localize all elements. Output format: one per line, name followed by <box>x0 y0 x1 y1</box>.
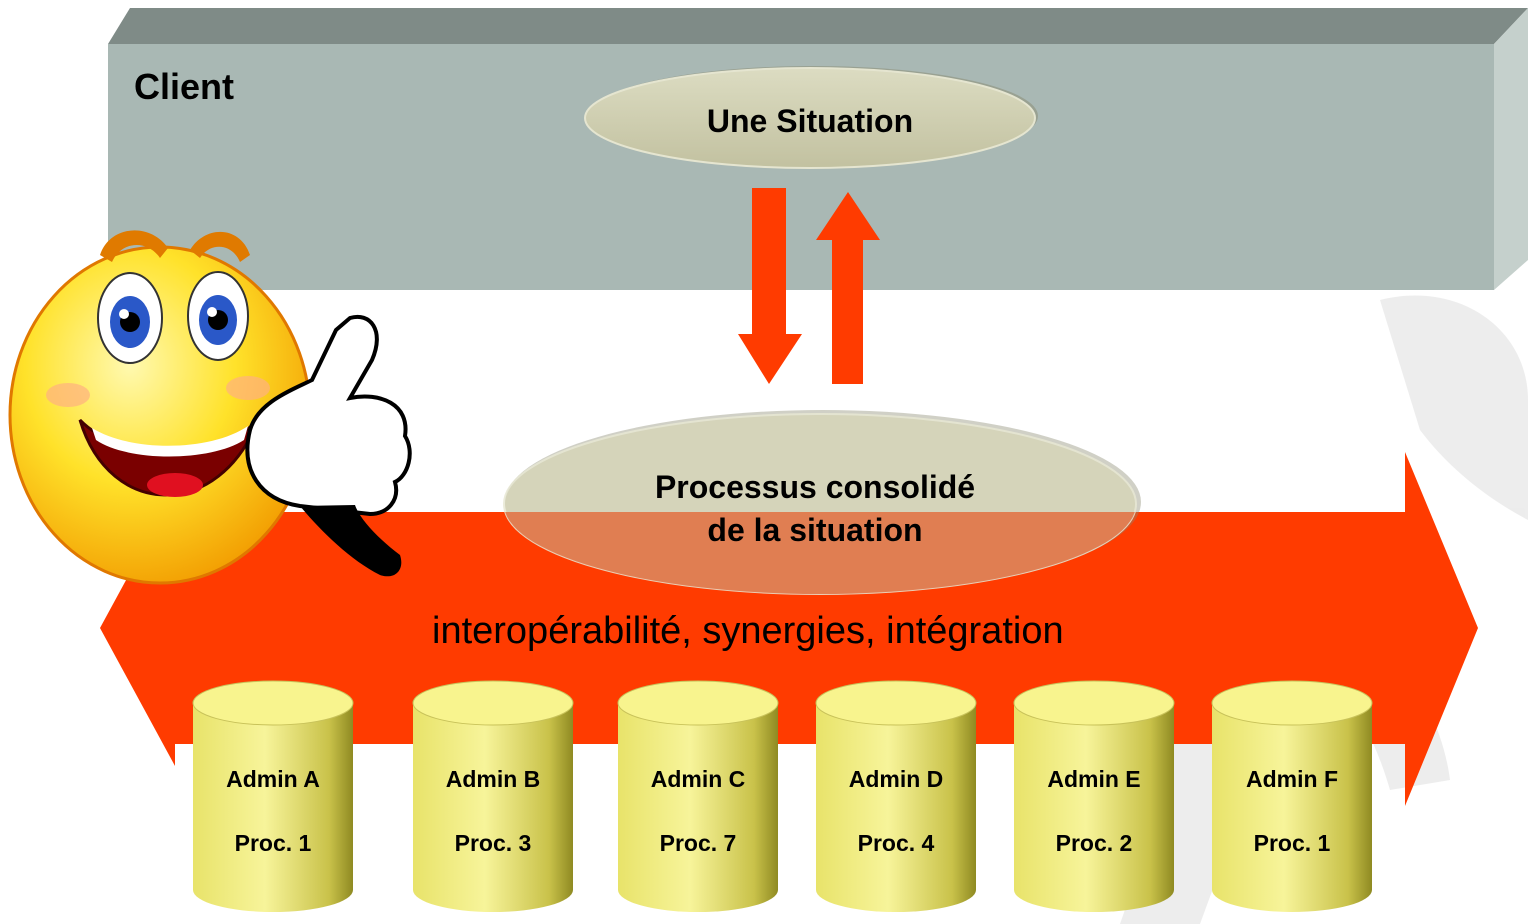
database-cylinder-icon <box>1013 680 1175 912</box>
process-ellipse <box>503 410 1141 595</box>
admin-proc: Proc. 7 <box>659 830 737 856</box>
admin-proc: Proc. 1 <box>234 830 312 856</box>
database-cylinder-icon <box>1211 680 1373 912</box>
admin-name: Admin B <box>445 766 541 792</box>
admin-name: Admin C <box>650 766 746 792</box>
admin-proc: Proc. 4 <box>857 830 935 856</box>
situation-label: Une Situation <box>706 103 914 139</box>
client-label: Client <box>134 66 235 107</box>
database-cylinder-icon <box>192 680 354 912</box>
down-arrow-icon <box>738 188 802 384</box>
admin-proc: Proc. 2 <box>1055 830 1133 856</box>
smiley-thumbs-up-icon <box>8 230 412 585</box>
up-arrow-icon <box>816 192 880 384</box>
integration-band-label: interopérabilité, synergies, intégration <box>432 610 1064 652</box>
database-cylinder-icon <box>815 680 977 912</box>
admin-proc: Proc. 3 <box>454 830 532 856</box>
admin-name: Admin D <box>848 766 944 792</box>
process-label-line2: de la situation <box>707 512 923 548</box>
admin-name: Admin A <box>226 766 320 792</box>
admin-name: Admin E <box>1047 766 1141 792</box>
database-cylinder-icon <box>412 680 574 912</box>
situation-ellipse <box>584 66 1038 169</box>
admin-proc: Proc. 1 <box>1253 830 1331 856</box>
database-cylinder-icon <box>617 680 779 912</box>
process-label: Processus consolidé de la situation <box>565 466 1065 552</box>
admin-cylinders <box>192 680 1373 912</box>
admin-name: Admin F <box>1246 766 1338 792</box>
process-label-line1: Processus consolidé <box>654 469 976 505</box>
